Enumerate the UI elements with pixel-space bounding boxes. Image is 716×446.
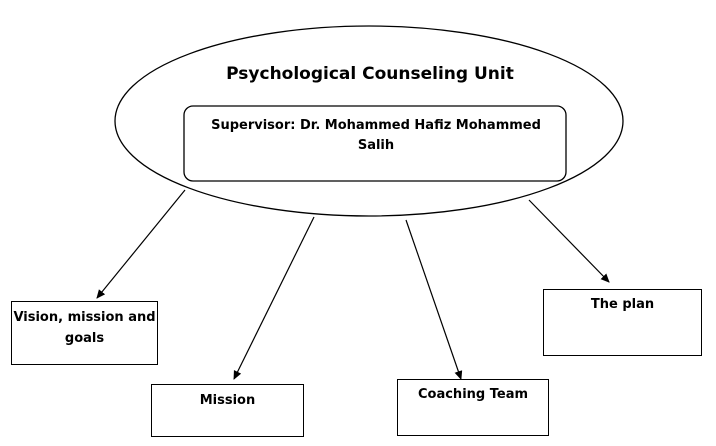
arrow-to-coaching-team bbox=[405, 219, 463, 380]
arrow-to-mission bbox=[233, 216, 315, 380]
node-vision-label: Vision, mission and goals bbox=[13, 310, 156, 346]
node-mission: Mission bbox=[151, 384, 304, 437]
node-mission-label: Mission bbox=[199, 393, 256, 408]
node-coaching-team-label: Coaching Team bbox=[417, 387, 529, 402]
arrow-to-vision bbox=[96, 189, 186, 299]
arrow-to-plan bbox=[528, 199, 610, 283]
node-vision-mission-goals: Vision, mission and goals bbox=[11, 301, 158, 365]
node-coaching-team: Coaching Team bbox=[397, 379, 549, 436]
node-plan-label: The plan bbox=[590, 297, 655, 312]
supervisor-label: Supervisor: Dr. Mohammed Hafiz Mohammed … bbox=[211, 118, 541, 153]
node-the-plan: The plan bbox=[543, 289, 702, 356]
supervisor-box bbox=[183, 105, 567, 182]
unit-title: Psychological Counseling Unit bbox=[226, 64, 514, 84]
